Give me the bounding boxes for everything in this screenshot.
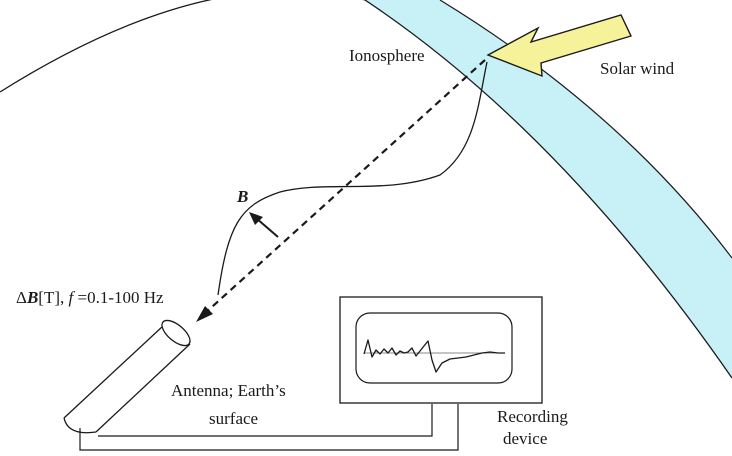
antenna-label-line2: surface	[209, 409, 258, 428]
wave-arrowhead-icon	[196, 306, 213, 322]
measurement-frequency-symbol: f	[69, 288, 76, 307]
measurement-field-symbol: B	[26, 288, 38, 307]
ionosphere-outer-edge	[439, 0, 732, 259]
field-vector-label: B	[236, 187, 248, 206]
antenna-label-line1: Antenna; Earth’s	[171, 381, 286, 400]
ionosphere-band	[365, 0, 732, 378]
antenna-cylinder-icon	[63, 319, 191, 434]
solar-wind-label: Solar wind	[600, 59, 675, 78]
field-vector-arrow	[255, 217, 279, 238]
antenna-cable-outer	[79, 404, 459, 451]
measurement-delta: Δ	[16, 288, 27, 307]
antenna-cable-inner	[98, 404, 433, 437]
measurement-range: =0.1-100 Hz	[73, 288, 164, 307]
field-vector-arrowhead-icon	[249, 212, 263, 225]
magnetic-field-curve	[217, 61, 488, 296]
recorder-label-line2: device	[503, 429, 547, 448]
recorder-label-line1: Recording	[497, 407, 568, 426]
solar-wind-arrow-icon	[486, 14, 632, 78]
earth-surface-arc	[0, 0, 732, 379]
measurement-label: ΔB[T], f =0.1-100 Hz	[16, 288, 164, 307]
recorder-screen-icon	[355, 312, 513, 384]
wave-propagation-line	[202, 59, 486, 316]
ionosphere-label: Ionosphere	[349, 46, 425, 65]
measurement-unit: [T],	[38, 288, 68, 307]
recorder-trace	[363, 339, 505, 373]
